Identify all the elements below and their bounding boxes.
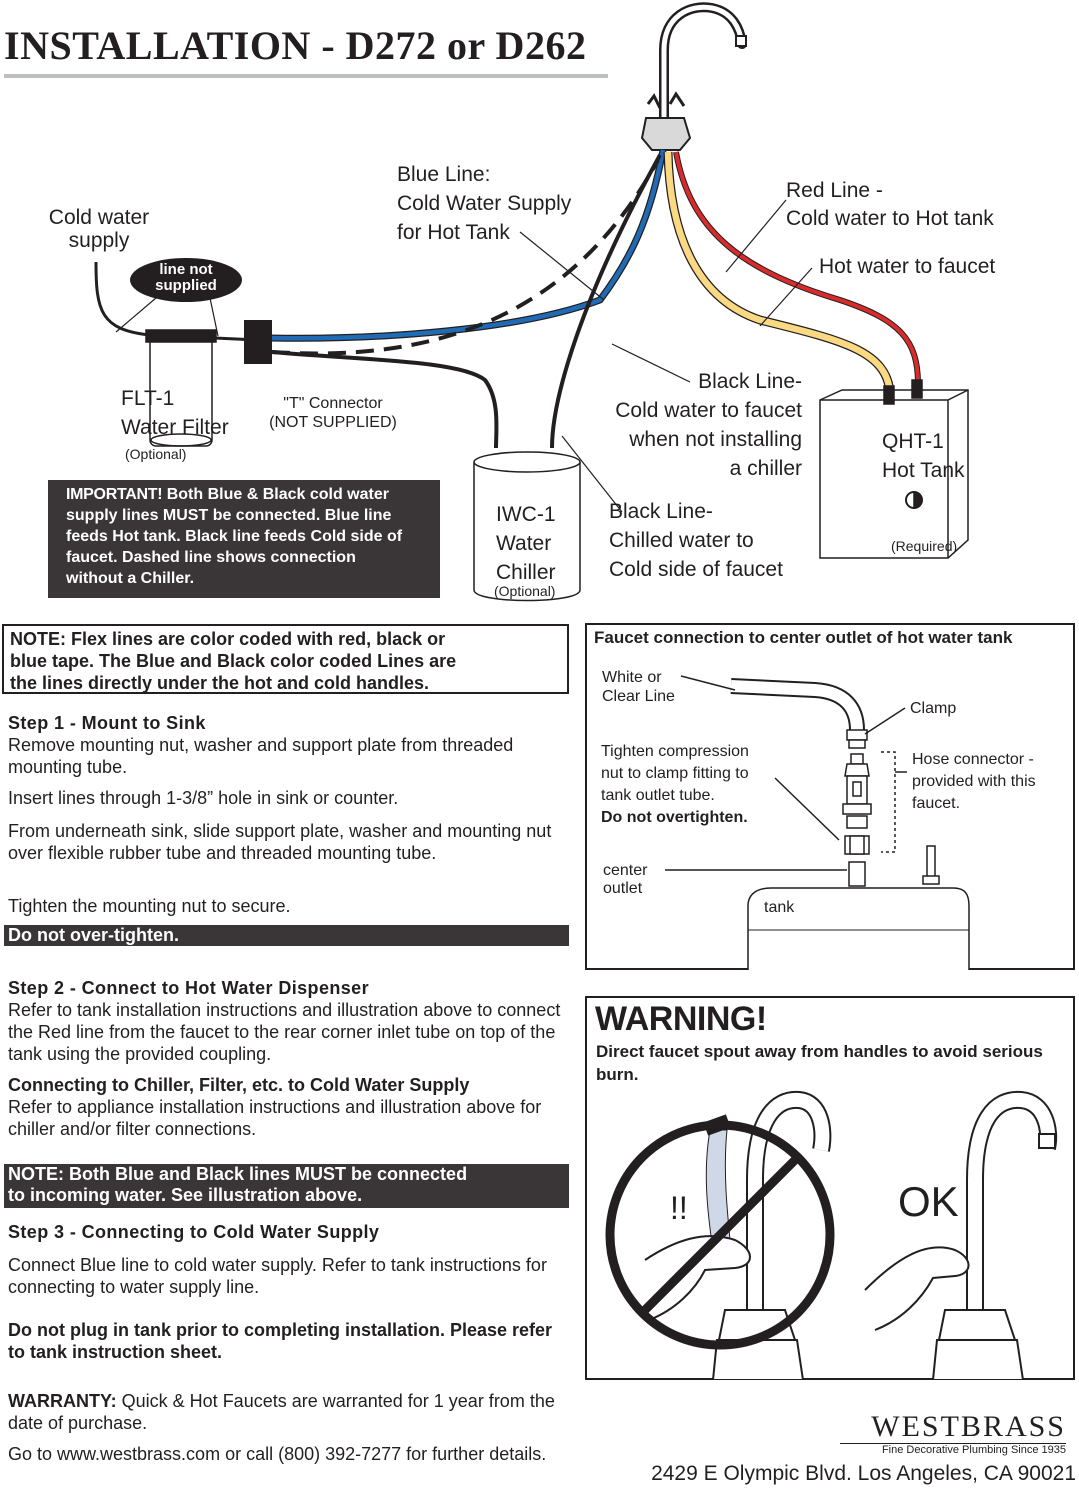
brand-logo: WESTBRASS	[871, 1410, 1066, 1443]
important-callout: IMPORTANT! Both Blue & Black cold water …	[48, 480, 440, 598]
warning-box	[585, 996, 1075, 1380]
step2-p1: Refer to tank installation instructions …	[8, 1000, 561, 1064]
dashed-black-line	[271, 159, 660, 356]
warranty-text: WARRANTY: Quick & Hot Faucets are warran…	[8, 1391, 555, 1433]
warranty-contact: Go to www.westbrass.com or call (800) 39…	[8, 1444, 547, 1464]
both-lines-note: NOTE: Both Blue and Black lines MUST be …	[4, 1164, 569, 1208]
faucet-connection-diagram	[665, 675, 970, 970]
step1-p4: Tighten the mounting nut to secure.	[8, 896, 291, 916]
tank-top-label: tank	[764, 899, 795, 916]
red-line-label: Red Line -Cold water to Hot tank	[786, 179, 994, 230]
clamp-label: Clamp	[910, 700, 957, 717]
ok-hand-icon	[864, 1246, 970, 1331]
step3-heading: Step 3 - Connecting to Cold Water Supply	[8, 1222, 380, 1242]
black-line-chilled	[550, 154, 662, 449]
hot-tank	[819, 379, 969, 559]
step1-p3: From underneath sink, slide support plat…	[8, 821, 552, 863]
step3-p2: Do not plug in tank prior to completing …	[8, 1320, 553, 1362]
water-filter	[145, 329, 217, 447]
step2-subheading: Connecting to Chiller, Filter, etc. to C…	[8, 1075, 470, 1095]
step2-p2: Refer to appliance installation instruct…	[8, 1097, 542, 1139]
faucet-icon	[640, 2, 747, 151]
line-not-supplied-badge	[130, 258, 242, 302]
black-line-to-chiller	[271, 350, 499, 449]
bad-faucet-icon	[711, 1090, 832, 1380]
brand-tagline: Fine Decorative Plumbing Since 1935	[881, 1444, 1066, 1456]
flex-lines-note: NOTE: Flex lines are color coded with re…	[2, 624, 569, 694]
ok-faucet-icon	[931, 1090, 1058, 1380]
faucet-connection-title: Faucet connection to center outlet of ho…	[594, 628, 1013, 647]
tank-required: (Required)	[891, 538, 958, 554]
title-underline	[4, 74, 608, 78]
step1-heading: Step 1 - Mount to Sink	[8, 713, 206, 733]
hand-icon	[644, 1235, 751, 1321]
bad-mark: !!	[670, 1190, 688, 1226]
brand-rule	[840, 1443, 1066, 1444]
prohibited-icon	[605, 1120, 835, 1350]
over-tighten-band: Do not over-tighten.	[4, 925, 569, 946]
step2-heading: Step 2 - Connect to Hot Water Dispenser	[8, 978, 369, 998]
water-chiller	[473, 451, 581, 602]
t-connector-label: "T" Connector(NOT SUPPLIED)	[269, 395, 397, 431]
step1-p1: Remove mounting nut, washer and support …	[8, 735, 514, 777]
step3-p1: Connect Blue line to cold water supply. …	[8, 1255, 547, 1297]
step1-p2: Insert lines through 1-3/8” hole in sink…	[8, 788, 399, 808]
hot-water-label: Hot water to faucet	[819, 255, 996, 278]
filter-optional: (Optional)	[125, 446, 187, 462]
chiller-optional: (Optional)	[494, 583, 556, 599]
ok-label: OK	[898, 1178, 959, 1225]
t-connector	[244, 320, 272, 364]
company-address: 2429 E Olympic Blvd. Los Angeles, CA 900…	[651, 1462, 1076, 1485]
warning-text: Direct faucet spout away from handles to…	[596, 1042, 1043, 1084]
warning-illustration	[605, 1090, 1058, 1380]
page-title: INSTALLATION - D272 or D262	[4, 23, 587, 68]
warning-heading: WARNING!	[595, 1000, 767, 1038]
installation-diagram	[94, 2, 969, 602]
